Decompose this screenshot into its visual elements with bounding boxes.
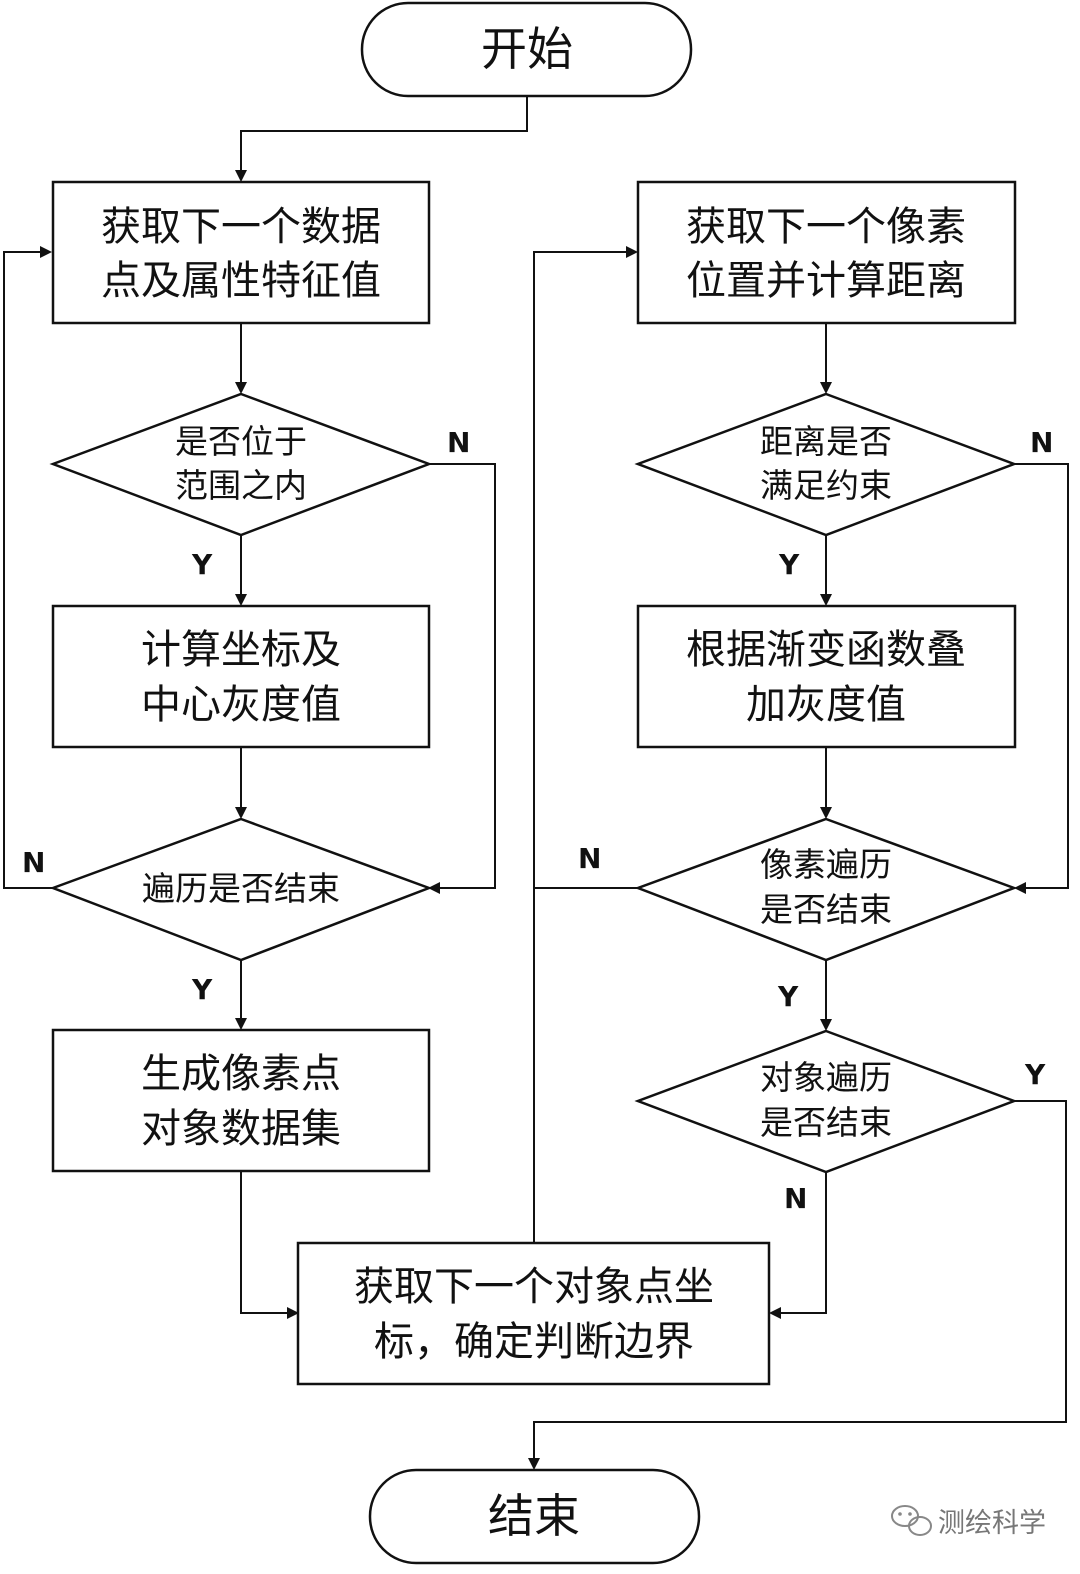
dist-ok-line2: 满足约束 [760, 466, 892, 505]
in-range-yes-label: Y [191, 548, 213, 581]
get-object-point-box: 获取下一个对象点坐 标，确定判断边界 [296, 1241, 771, 1386]
get-data-point-box: 获取下一个数据 点及属性特征值 [51, 180, 431, 325]
edge-traverse-no-loop [3, 246, 53, 889]
edge-object-traverse-yes [528, 1100, 1067, 1470]
in-range-no-label: N [447, 426, 470, 459]
object-traverse-line1: 对象遍历 [760, 1058, 892, 1097]
pixel-traverse-line2: 是否结束 [760, 890, 892, 929]
edge-dist-no [1014, 463, 1069, 894]
traverse-no-label: N [22, 846, 45, 879]
dist-ok-line1: 距离是否 [760, 422, 892, 461]
object-traverse-no-label: N [784, 1182, 807, 1215]
start-label: 开始 [481, 22, 573, 76]
gradient-add-line2: 加灰度值 [746, 682, 906, 728]
in-range-decision: 是否位于 范围之内 [49, 392, 433, 537]
gen-dataset-line2: 对象数据集 [141, 1106, 341, 1152]
edge-start-to-get-data [235, 97, 528, 182]
get-data-point-line1: 获取下一个数据 [101, 204, 381, 250]
get-data-point-line2: 点及属性特征值 [101, 258, 381, 304]
traverse-done-decision: 遍历是否结束 [49, 817, 433, 962]
pixel-traverse-yes-label: Y [777, 980, 799, 1013]
watermark-text: 测绘科学 [938, 1508, 1046, 1539]
gen-dataset-line1: 生成像素点 [141, 1051, 341, 1097]
get-pixel-box: 获取下一个像素 位置并计算距离 [636, 180, 1017, 325]
edge-object-traverse-no [769, 1172, 827, 1319]
get-pixel-line1: 获取下一个像素 [686, 204, 966, 250]
pixel-traverse-no-label: N [578, 842, 601, 875]
pixel-traverse-decision: 像素遍历 是否结束 [634, 817, 1018, 962]
in-range-line1: 是否位于 [175, 422, 307, 461]
object-traverse-line2: 是否结束 [760, 1103, 892, 1142]
end-terminal: 结束 [368, 1468, 701, 1565]
get-object-point-line1: 获取下一个对象点坐 [354, 1264, 714, 1310]
edge-dataset-to-object [240, 1172, 299, 1319]
gradient-add-box: 根据渐变函数叠 加灰度值 [636, 604, 1017, 749]
calc-coords-line2: 中心灰度值 [141, 682, 341, 728]
object-traverse-yes-label: Y [1024, 1058, 1046, 1091]
traverse-done-label: 遍历是否结束 [142, 869, 340, 908]
edge-labels: N Y N Y N Y N Y Y N [22, 426, 1053, 1215]
calc-coords-box: 计算坐标及 中心灰度值 [51, 604, 431, 749]
wechat-icon [891, 1505, 932, 1536]
dist-yes-label: Y [778, 548, 800, 581]
edges [3, 97, 1069, 1470]
edge-in-range-no [428, 463, 496, 894]
calc-coords-line1: 计算坐标及 [141, 627, 341, 673]
gradient-add-line1: 根据渐变函数叠 [686, 627, 966, 673]
object-traverse-decision: 对象遍历 是否结束 [634, 1029, 1018, 1174]
start-terminal: 开始 [360, 1, 693, 98]
get-pixel-line2: 位置并计算距离 [686, 258, 966, 304]
get-object-point-line2: 标，确定判断边界 [374, 1319, 694, 1365]
traverse-yes-label: Y [191, 973, 213, 1006]
edge-object-to-pixel [533, 246, 638, 1243]
pixel-traverse-line1: 像素遍历 [760, 845, 892, 884]
end-label: 结束 [488, 1489, 580, 1543]
dist-no-label: N [1030, 426, 1053, 459]
dist-ok-decision: 距离是否 满足约束 [634, 392, 1018, 537]
in-range-line2: 范围之内 [175, 466, 307, 505]
gen-dataset-box: 生成像素点 对象数据集 [51, 1028, 431, 1173]
watermark: 测绘科学 [891, 1505, 1046, 1539]
